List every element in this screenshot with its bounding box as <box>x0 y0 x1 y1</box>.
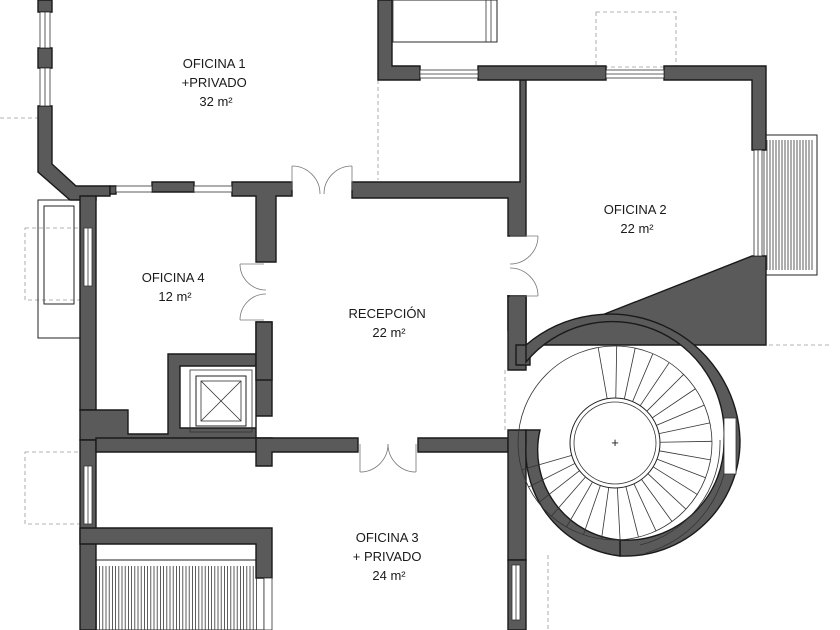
stair-tread <box>623 348 636 400</box>
stair-tread <box>566 481 593 528</box>
stair-tread <box>659 440 712 443</box>
stair-tread <box>646 374 684 412</box>
stair-tread <box>658 422 710 435</box>
balcony-bottom <box>81 559 265 630</box>
stair-tread <box>538 470 580 504</box>
doors <box>239 165 539 473</box>
stair-tread <box>647 473 687 510</box>
stair-tread <box>633 483 657 532</box>
stair-tread <box>625 486 639 538</box>
stair-tread <box>551 476 586 517</box>
stair-tread <box>632 353 654 402</box>
stair-tread <box>641 479 673 522</box>
stair-tread <box>528 463 576 488</box>
room-label-recepcion: RECEPCIÓN 22 m² <box>349 306 430 340</box>
stair-tread <box>521 455 572 471</box>
stair-tower: + <box>517 313 741 557</box>
stair-tread <box>615 346 618 399</box>
stair-tread <box>597 347 608 399</box>
room-label-oficina-3: OFICINA 3 + PRIVADO 24 m² <box>353 530 425 583</box>
windows <box>39 11 763 630</box>
room-label-oficina-4: OFICINA 4 12 m² <box>142 270 208 304</box>
stair-tread <box>656 458 706 479</box>
stair-tread <box>652 466 698 495</box>
bay-left <box>37 199 81 339</box>
room-label-oficina-2: OFICINA 2 22 m² <box>604 202 670 236</box>
room-labels: OFICINA 1 +PRIVADO 32 m² OFICINA 2 22 m²… <box>142 56 670 583</box>
balcony-top <box>381 0 498 43</box>
stair-tread <box>616 487 621 540</box>
stair-tread <box>583 485 601 535</box>
stair-tread <box>601 487 610 540</box>
stair-tread <box>639 362 670 406</box>
room-label-oficina-1: OFICINA 1 +PRIVADO 32 m² <box>182 56 251 109</box>
balcony-right <box>754 134 818 276</box>
stair-tread <box>656 404 705 426</box>
elevator-shaft <box>189 369 253 433</box>
stair-tread <box>659 450 711 461</box>
stair-center-mark: + <box>611 435 619 450</box>
stair-tread <box>652 388 696 419</box>
